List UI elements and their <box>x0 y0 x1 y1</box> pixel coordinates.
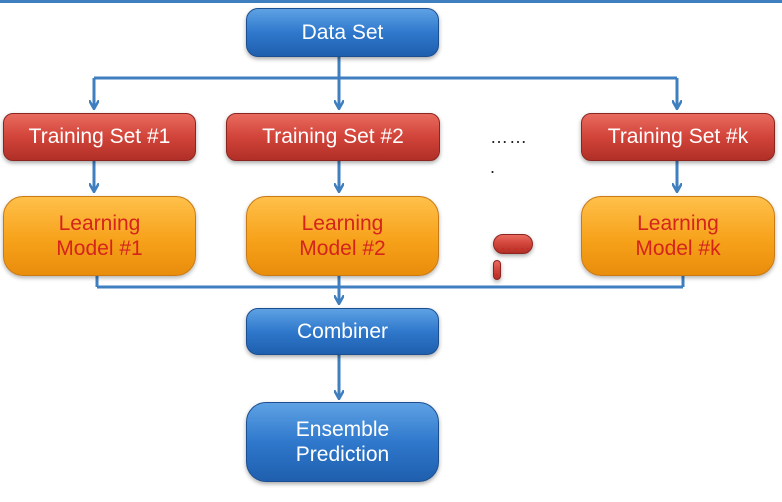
training-set-2-node: Training Set #2 <box>226 113 440 161</box>
data-set-node: Data Set <box>246 8 439 57</box>
training-set-ellipsis-tail: . <box>490 157 497 177</box>
training-set-k-node: Training Set #k <box>581 113 775 161</box>
learning-model-2-node: Learning Model #2 <box>246 196 439 276</box>
top-divider-line <box>0 0 782 3</box>
training-set-ellipsis: …… <box>490 127 528 147</box>
learning-model-ellipsis-tail: . <box>493 260 502 280</box>
ensemble-prediction-node: Ensemble Prediction <box>246 402 439 482</box>
training-set-1-node: Training Set #1 <box>3 113 196 161</box>
learning-model-ellipsis: …… <box>493 234 533 254</box>
learning-model-1-node: Learning Model #1 <box>3 196 196 276</box>
combiner-node: Combiner <box>246 308 439 355</box>
learning-model-k-node: Learning Model #k <box>581 196 775 276</box>
